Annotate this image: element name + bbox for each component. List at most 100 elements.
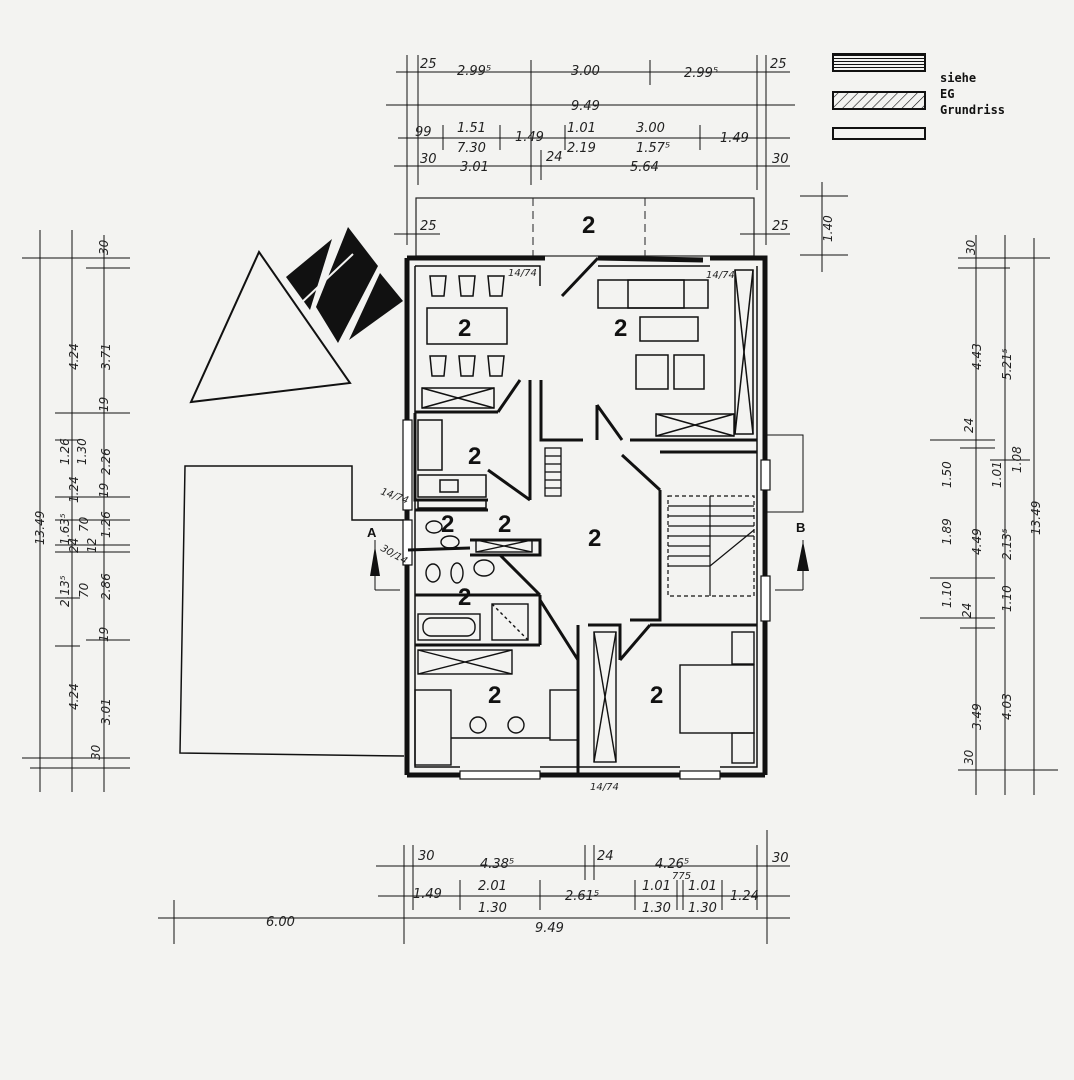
dim-t1-0: 25 xyxy=(420,57,437,72)
dim-t1-3: 2.99⁵ xyxy=(684,66,718,81)
left-dimension-labels: 13.49 4.24 3.71 30 1.26 1.30 2.26 19 1.2… xyxy=(33,239,113,760)
legend-text-line3: Grundriss xyxy=(940,103,1005,117)
dim-b2-7: 1.01 xyxy=(688,879,717,894)
legend-text-line1: siehe xyxy=(940,71,976,85)
windows xyxy=(402,419,771,780)
dim-t3-8: 1.49 xyxy=(720,131,749,146)
dim-t5-0: 25 xyxy=(420,219,437,234)
dim-b2-6: 775 xyxy=(672,871,691,882)
section-marker-a: A xyxy=(367,525,400,591)
room-label-bedroom: 2 xyxy=(650,682,663,709)
legend-swatch-empty xyxy=(832,127,926,140)
dim-t5-1: 25 xyxy=(772,219,789,234)
section-label-b: B xyxy=(796,520,805,535)
interior-walls xyxy=(413,256,757,775)
dim-b3-0: 6.00 xyxy=(266,915,295,930)
wall-note-1: 14/74 xyxy=(508,268,537,279)
dim-b2-4: 1.01 xyxy=(642,879,671,894)
top-dimensions xyxy=(386,55,848,272)
room-label-utility: 2 xyxy=(498,511,511,538)
dim-r-15: 4.03 xyxy=(1000,693,1014,720)
bottom-dimension-labels: 30 4.38⁵ 24 4.26⁵ 30 1.49 2.01 1.30 2.61… xyxy=(266,849,789,936)
legend: siehe EG Grundriss xyxy=(832,53,1005,140)
dim-t1-2: 3.00 xyxy=(571,64,600,79)
dim-r-16: 30 xyxy=(962,749,976,765)
dim-t1-4: 25 xyxy=(770,57,787,72)
dim-t4-2: 24 xyxy=(546,150,563,165)
dim-l-5: 1.30 xyxy=(75,438,89,465)
room-label-bath: 2 xyxy=(458,584,471,611)
dim-t3-6: 3.00 xyxy=(636,121,665,136)
bottom-dimensions xyxy=(158,830,790,944)
living-furniture xyxy=(597,269,754,437)
dim-l-20: 3.01 xyxy=(99,698,113,725)
dim-l-0: 13.49 xyxy=(33,511,47,545)
dim-l-1: 4.24 xyxy=(67,343,81,370)
dim-r-4: 1.50 xyxy=(940,461,954,488)
room-label-child: 2 xyxy=(488,682,501,709)
dim-r-14: 3.49 xyxy=(970,703,984,730)
dim-l-21: 30 xyxy=(89,744,103,760)
dim-r-13: 1.10 xyxy=(1000,585,1014,612)
section-marker-b: B xyxy=(775,520,809,591)
dim-r-8: 4.49 xyxy=(970,528,984,555)
right-dimension-labels: 30 4.43 5.21⁵ 24 1.50 1.01 1.08 1.89 4.4… xyxy=(940,239,1043,765)
dim-b1-1: 4.38⁵ xyxy=(480,857,514,872)
dim-t2-0: 9.49 xyxy=(571,99,600,114)
dim-t3-4: 1.01 xyxy=(567,121,596,136)
stair-outline-right xyxy=(765,434,804,513)
dim-l-18: 19 xyxy=(97,627,111,642)
dim-l-2: 3.71 xyxy=(99,343,113,370)
dim-l-11: 1.63⁵ xyxy=(58,513,72,545)
dim-l-14: 12 xyxy=(85,538,99,553)
dim-l-16: 70 xyxy=(77,582,91,598)
dim-l-4: 1.26 xyxy=(58,438,72,465)
right-dimensions xyxy=(920,235,1058,795)
dim-t3-1: 1.51 xyxy=(457,121,486,136)
dim-l-7: 19 xyxy=(97,397,111,412)
dim-t3-0: 99 xyxy=(415,125,432,140)
room-label-hall: 2 xyxy=(588,525,601,552)
legend-text-line2: EG xyxy=(940,87,954,101)
legend-swatch-hatched xyxy=(832,91,926,110)
dim-b2-5: 1.30 xyxy=(642,901,671,916)
dim-b1-2: 24 xyxy=(597,849,614,864)
balcony xyxy=(415,197,755,257)
dim-l-13: 24 xyxy=(67,538,81,553)
left-dimensions xyxy=(22,230,130,792)
dim-r-0: 30 xyxy=(964,239,978,255)
bedroom-furniture xyxy=(679,631,755,764)
dim-r-10: 13.49 xyxy=(1029,501,1043,535)
room-labels: 2 2 2 2 2 2 2 2 2 2 xyxy=(441,212,663,709)
dim-r-3: 24 xyxy=(962,418,976,433)
dim-t5-2: 1.40 xyxy=(821,215,835,242)
stair-element xyxy=(544,447,562,497)
dim-t3-3: 1.49 xyxy=(515,130,544,145)
dim-r-2: 5.21⁵ xyxy=(1000,348,1014,380)
dim-b1-4: 30 xyxy=(772,851,789,866)
room-label-living: 2 xyxy=(614,315,627,342)
dim-b2-1: 2.01 xyxy=(478,879,507,894)
dim-b1-0: 30 xyxy=(418,849,435,864)
dim-b2-0: 1.49 xyxy=(413,887,442,902)
room-label-balcony: 2 xyxy=(582,212,595,239)
bath-fixtures xyxy=(417,603,529,675)
north-arrow-icon xyxy=(189,227,403,404)
dim-b2-3: 2.61⁵ xyxy=(565,889,599,904)
dim-t4-4: 30 xyxy=(772,152,789,167)
dim-t1-1: 2.99⁵ xyxy=(457,64,491,79)
dim-r-5: 1.01 xyxy=(990,461,1004,488)
dim-t3-7: 1.57⁵ xyxy=(636,141,670,156)
dim-b2-9: 1.24 xyxy=(730,889,759,904)
dim-l-8: 1.24 xyxy=(67,476,81,503)
top-dimension-labels: 25 2.99⁵ 3.00 2.99⁵ 25 9.49 99 1.51 7.30… xyxy=(415,57,835,242)
dim-b2-2: 1.30 xyxy=(478,901,507,916)
main-staircase xyxy=(667,495,755,597)
dim-r-1: 4.43 xyxy=(970,343,984,370)
dim-t4-3: 5.64 xyxy=(630,160,659,175)
wall-note-5: 14/74 xyxy=(590,782,619,793)
wall-notes: 14/74 14/74 14/74 30/14 14/74 xyxy=(379,268,735,793)
section-label-a: A xyxy=(367,525,377,540)
dim-t4-1: 3.01 xyxy=(460,160,489,175)
